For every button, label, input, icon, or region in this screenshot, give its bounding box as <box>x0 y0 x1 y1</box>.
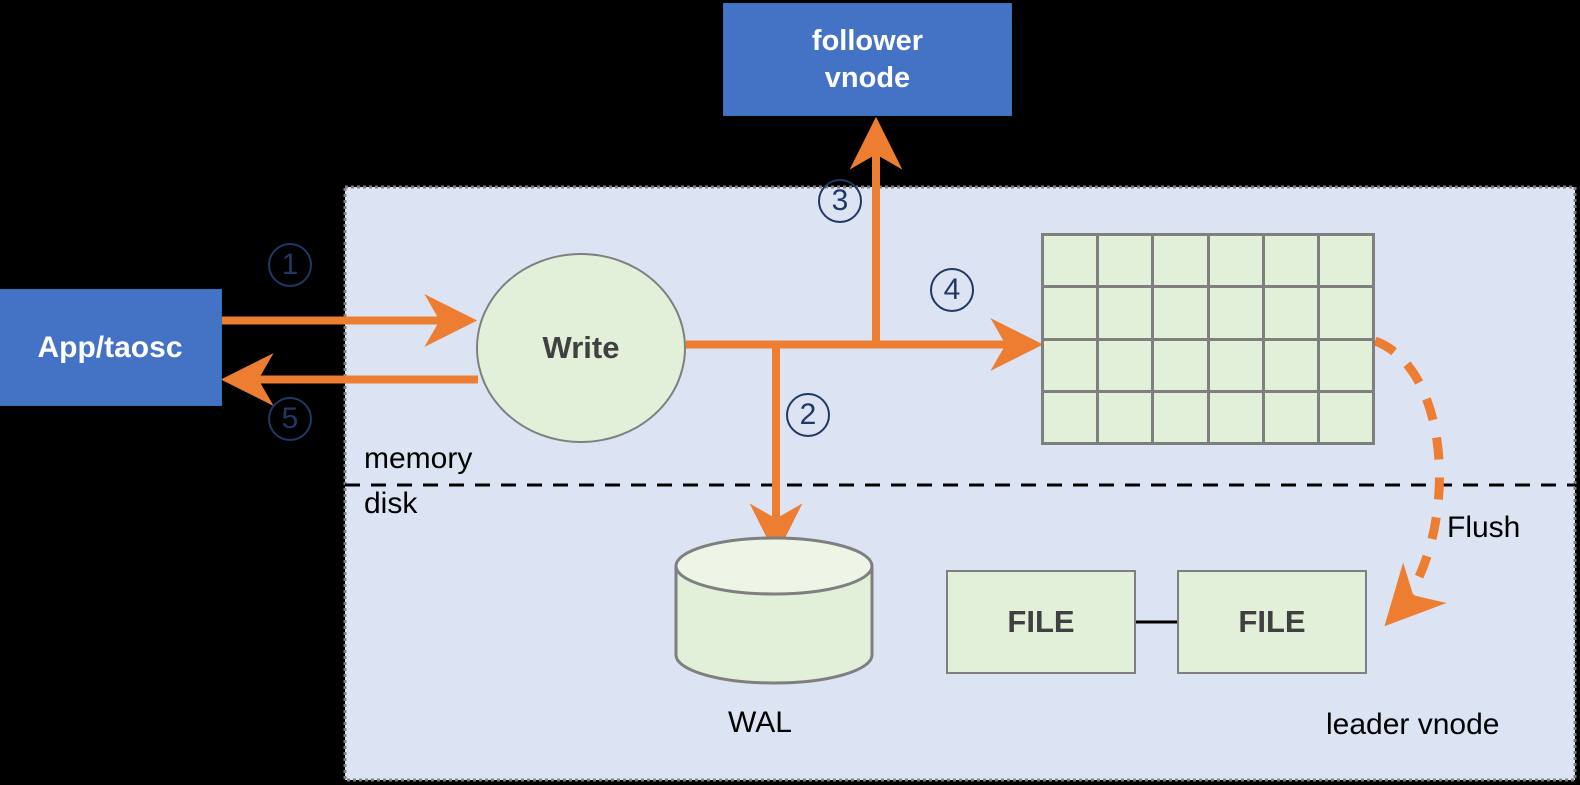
wal-label: WAL <box>728 706 792 739</box>
leader-vnode-label: leader vnode <box>1326 708 1500 741</box>
memtable-cell <box>1044 288 1097 338</box>
memtable-cell <box>1319 340 1372 390</box>
memtable-cell <box>1209 340 1262 390</box>
flush-label: Flush <box>1447 511 1521 544</box>
step-number-1: 1 <box>268 243 312 287</box>
memtable-cell <box>1319 288 1372 338</box>
memtable-cell <box>1154 288 1207 338</box>
app-taosc-node[interactable]: App/taosc <box>0 289 222 406</box>
disk-label: disk <box>364 487 418 520</box>
memtable-cell <box>1209 392 1262 442</box>
follower-vnode-label-line2: vnode <box>824 61 911 94</box>
memtable-grid[interactable] <box>1041 233 1375 445</box>
memtable-cell <box>1154 236 1207 286</box>
memtable-cell <box>1319 392 1372 442</box>
memtable-cell <box>1154 340 1207 390</box>
memtable-cell <box>1099 288 1152 338</box>
memtable-cell <box>1319 236 1372 286</box>
memtable-cell <box>1264 392 1317 442</box>
file-label-1: FILE <box>1007 604 1075 639</box>
memtable-cell <box>1209 236 1262 286</box>
follower-vnode-label-line1: follower <box>811 25 924 58</box>
memtable-cell <box>1044 236 1097 286</box>
memtable-cell <box>1154 392 1207 442</box>
memtable-cell <box>1044 340 1097 390</box>
memtable-cell <box>1099 340 1152 390</box>
memtable-cell <box>1264 340 1317 390</box>
wal-cylinder <box>674 536 874 685</box>
memtable-cell <box>1044 392 1097 442</box>
step-number-3: 3 <box>818 179 862 223</box>
memtable-cell <box>1209 288 1262 338</box>
file-label-2: FILE <box>1238 604 1306 639</box>
memtable-cell <box>1264 288 1317 338</box>
step-number-4: 4 <box>930 268 974 312</box>
follower-vnode-node[interactable]: follower vnode <box>723 3 1012 116</box>
file-node-1[interactable]: FILE <box>946 570 1136 674</box>
step-number-5: 5 <box>268 397 312 441</box>
app-taosc-label: App/taosc <box>37 330 183 364</box>
step-number-2: 2 <box>786 393 830 437</box>
memory-label: memory <box>364 442 473 475</box>
memtable-cell <box>1099 236 1152 286</box>
file-node-2[interactable]: FILE <box>1177 570 1367 674</box>
write-label: Write <box>542 330 620 365</box>
write-node[interactable]: Write <box>476 253 686 443</box>
memtable-cell <box>1264 236 1317 286</box>
memtable-cell <box>1099 392 1152 442</box>
